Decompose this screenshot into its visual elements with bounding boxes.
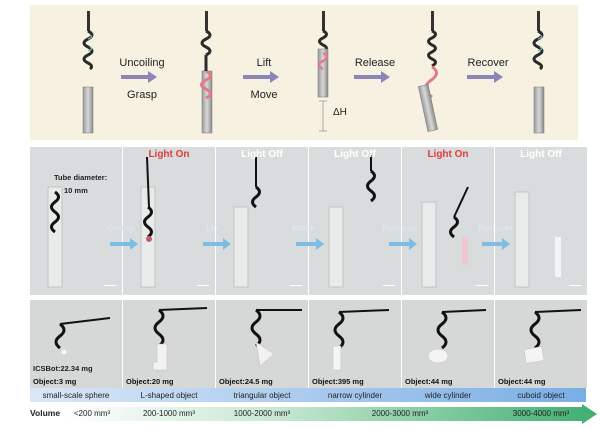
panel-b-photos: Tube diameter: 10 mm Light On Light Off …: [30, 147, 587, 295]
photo-frame-1: Tube diameter: 10 mm: [30, 147, 122, 295]
photo-frame-2: Light On: [123, 147, 215, 295]
object-mass-3: Object:24.5 mg: [219, 377, 273, 386]
tube-diameter-value: 10 mm: [64, 186, 88, 195]
stage-2-robot: [200, 11, 213, 134]
volume-range-3: 1000-2000 mm³: [233, 409, 291, 418]
step-release-tag: Release: [382, 223, 417, 234]
scale-bar: [197, 284, 209, 286]
light-status-2: Light On: [148, 149, 190, 160]
step-recover-tag: Recover: [478, 223, 514, 234]
light-status-4: Light Off: [334, 149, 376, 160]
volume-range-2: 200-1000 mm³: [142, 409, 196, 418]
volume-gradient-arrow: [62, 404, 597, 424]
object-frame-1: ICSBot:22.34 mg Object:3 mg: [30, 300, 122, 388]
category-narrow-cylinder: narrow cylinder: [327, 391, 383, 400]
scale-bar: [290, 284, 302, 286]
scale-bar: [476, 284, 488, 286]
category-triangular: triangular object: [233, 391, 291, 400]
panel-b-arrows: [110, 238, 510, 250]
category-l-shaped: L-shaped object: [140, 391, 198, 400]
object-photo-3: [250, 308, 302, 367]
photo-frame-6: Light Off: [495, 147, 587, 295]
object-mass-6: Object:44 mg: [498, 377, 546, 386]
object-photo-2: [152, 307, 208, 371]
object-frame-4: Object:395 mg: [309, 300, 401, 388]
light-status-6: Light Off: [520, 149, 562, 160]
volume-title: Volume: [30, 408, 61, 418]
category-small-sphere: small-scale sphere: [42, 391, 110, 400]
object-photo-5: [427, 309, 487, 364]
step-recover-label: Recover: [467, 57, 509, 69]
tube-photo-2: [140, 156, 156, 288]
object-photo-6: [523, 309, 582, 364]
volume-range-4: 2000-3000 mm³: [371, 409, 429, 418]
stage-4-robot: [418, 11, 438, 132]
panel-a-schematic: Uncoiling Grasp Lift Move Release Recove…: [30, 5, 578, 140]
step-move-label: Move: [250, 89, 278, 101]
stage-5-robot: [532, 11, 545, 134]
object-mass-4: Object:395 mg: [312, 377, 364, 386]
tube-photo-5: [421, 186, 469, 288]
object-photo-4: [332, 309, 390, 371]
object-mass-5: Object:44 mg: [405, 377, 453, 386]
step-uncoiling-label: Uncoiling: [119, 57, 165, 69]
step-arrows: [121, 71, 503, 83]
panel-c-photos: ICSBot:22.34 mg Object:3 mg Object:20 mg…: [30, 300, 587, 388]
light-status-3: Light Off: [241, 149, 283, 160]
delta-h-label: ΔH: [333, 107, 347, 118]
scale-bar: [569, 284, 581, 286]
icsbot-mass-label: ICSBot:22.34 mg: [33, 364, 93, 373]
photo-frame-3: Light Off: [216, 147, 308, 295]
category-wide-cylinder: wide cylinder: [424, 391, 472, 400]
tube-diameter-label: Tube diameter:: [54, 173, 108, 182]
tube-photo-6: [514, 191, 561, 288]
object-mass-1: Object:3 mg: [33, 377, 77, 386]
object-frame-3: Object:24.5 mg: [216, 300, 308, 388]
stage-1-robot: [82, 11, 94, 134]
step-move-tag: Move: [292, 223, 316, 234]
tube-photo-4: [328, 155, 376, 288]
light-status-5: Light On: [427, 149, 469, 160]
object-mass-2: Object:20 mg: [126, 377, 174, 386]
step-lift-tag: Lift: [206, 223, 219, 234]
category-cuboid: cuboid object: [517, 391, 565, 400]
step-release-label: Release: [354, 57, 396, 69]
schematic-drawing: [82, 11, 545, 134]
object-frame-2: Object:20 mg: [123, 300, 215, 388]
step-lift-label: Lift: [256, 57, 272, 69]
tube-photo-1: [47, 186, 63, 288]
volume-range-5: 3000-4000 mm³: [512, 409, 570, 418]
tube-photo-3: [233, 157, 261, 288]
photo-frame-5: Light On: [402, 147, 494, 295]
photo-frame-4: Light Off: [309, 147, 401, 295]
object-frame-6: Object:44 mg: [495, 300, 587, 388]
object-frame-5: Object:44 mg: [402, 300, 494, 388]
volume-range-1: <200 mm³: [73, 409, 111, 418]
step-grasp-tag: Grasp: [108, 223, 134, 234]
scale-bar: [104, 284, 116, 286]
category-gradient-bar: [30, 388, 586, 402]
object-photo-1: [54, 317, 111, 355]
scale-bar: [383, 284, 395, 286]
stage-3-robot: [317, 11, 329, 132]
step-grasp-label: Grasp: [127, 89, 157, 101]
